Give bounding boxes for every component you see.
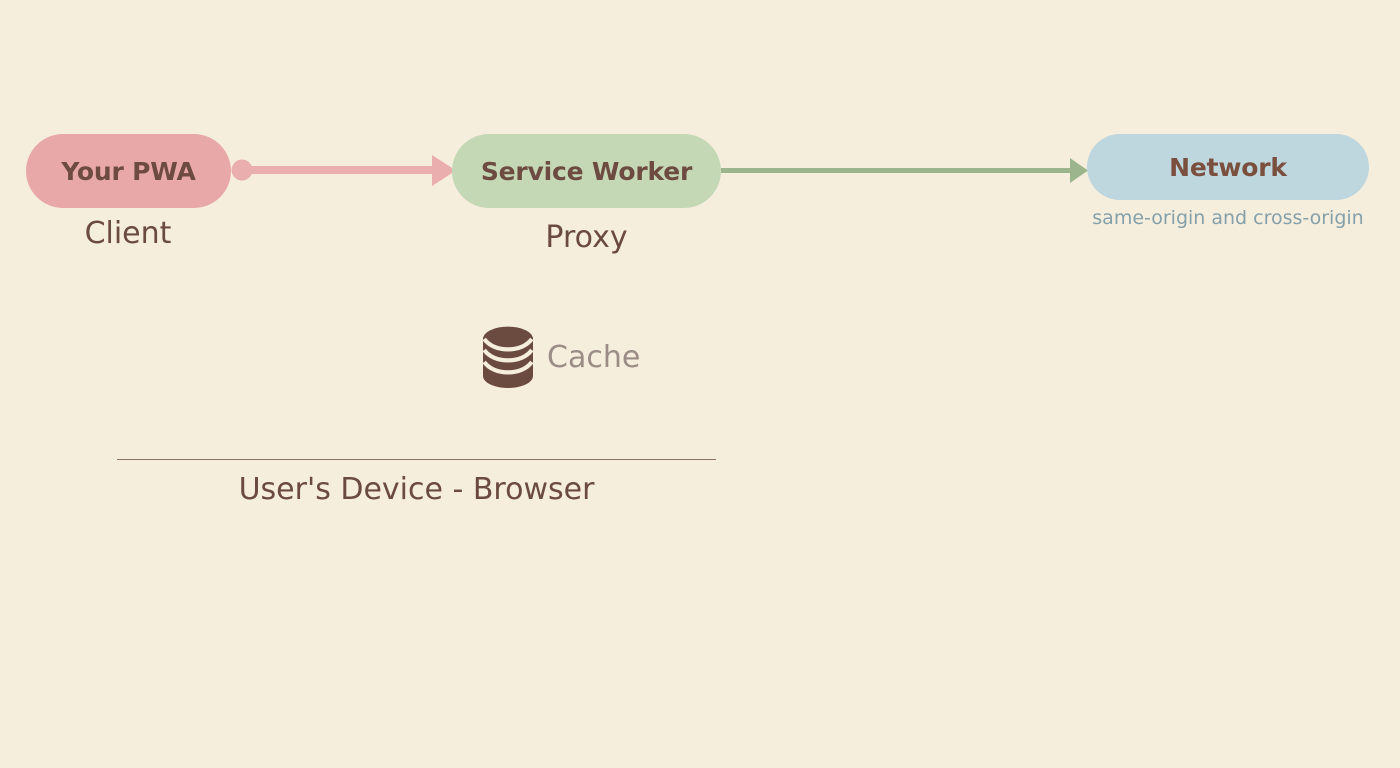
node-service-worker-sublabel: Proxy (545, 220, 628, 255)
cache-label: Cache (547, 339, 641, 375)
node-your-pwa-label: Your PWA (61, 156, 196, 186)
node-your-pwa[interactable]: Your PWA (26, 134, 231, 208)
cache-storage-group[interactable]: Cache (483, 326, 640, 388)
node-network-label: Network (1169, 152, 1287, 182)
node-network[interactable]: Network (1087, 134, 1369, 200)
device-boundary-line (117, 459, 716, 460)
connector-arrowhead-green (1070, 158, 1088, 183)
connector-start-dot (231, 159, 253, 181)
connector-service-worker-to-network (721, 158, 1088, 183)
node-network-sublabel: same-origin and cross-origin (1092, 207, 1364, 229)
node-service-worker-label: Service Worker (480, 156, 693, 186)
database-icon (483, 326, 533, 388)
device-boundary-label: User's Device - Browser (238, 472, 595, 507)
connector-pwa-to-service-worker (231, 155, 456, 186)
node-your-pwa-sublabel: Client (84, 216, 172, 251)
node-service-worker[interactable]: Service Worker (452, 134, 721, 208)
